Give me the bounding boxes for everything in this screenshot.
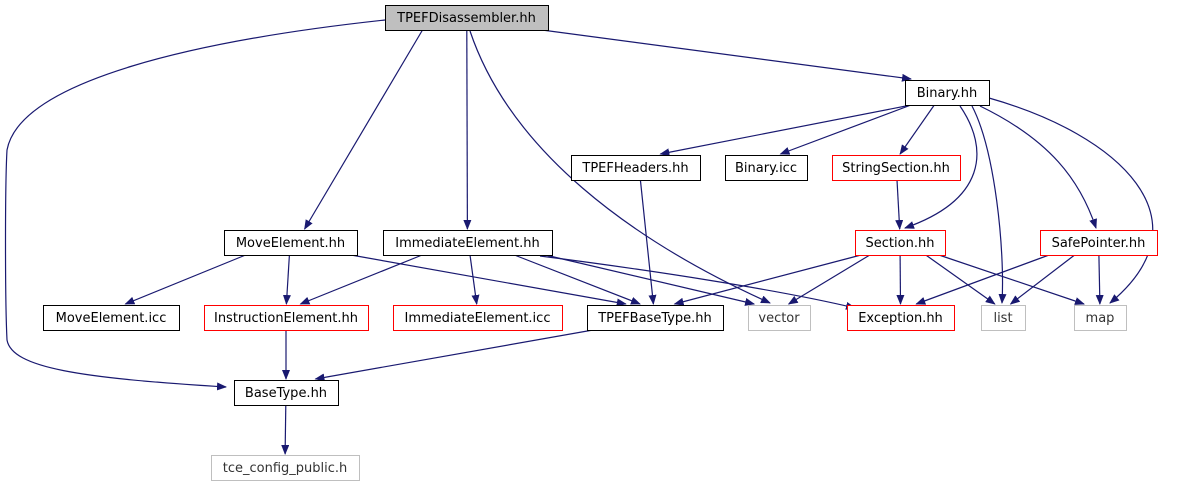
edge-binary-to-map [988, 97, 1154, 304]
edge-tpefbasetype-to-basetype [314, 329, 594, 382]
edge-tpefdisassembler-to-basetype [4, 19, 386, 391]
node-label: list [993, 311, 1012, 326]
node-label: StringSection.hh [842, 161, 950, 176]
node-box [1040, 230, 1158, 256]
node-box [204, 305, 369, 331]
node-box [855, 230, 946, 256]
edge-tpefdisassembler-to-immediateelement [463, 29, 472, 230]
node-label: TPEFDisassembler.hh [396, 11, 536, 26]
node-label: TPEFHeaders.hh [581, 161, 688, 176]
node-label: TPEFBaseType.hh [597, 311, 712, 326]
edge-binary-to-tpefheaders [659, 104, 912, 157]
node-label: tce_config_public.h [223, 461, 348, 476]
node-tpefdisassembler[interactable]: TPEFDisassembler.hh [385, 5, 549, 31]
edge-section-to-map [938, 254, 1085, 305]
edge-immediateelement-to-tpefbasetype [514, 254, 641, 305]
node-tpefbasetype[interactable]: TPEFBaseType.hh [587, 305, 724, 331]
edge-safepointer-to-map [1095, 254, 1104, 305]
nodes-layer: TPEFDisassembler.hhBinary.hhTPEFHeaders.… [43, 5, 1158, 481]
node-safepointer[interactable]: SafePointer.hh [1040, 230, 1158, 256]
node-box [385, 5, 549, 31]
edge-section-to-vector [787, 254, 871, 305]
node-box [832, 155, 961, 181]
node-tpefheaders[interactable]: TPEFHeaders.hh [571, 155, 701, 181]
node-vector[interactable]: vector [748, 305, 811, 331]
node-box [43, 305, 180, 331]
edge-binary-to-list [971, 105, 1007, 304]
node-moveelement[interactable]: MoveElement.hh [224, 230, 358, 256]
node-box [847, 305, 955, 331]
node-label: ImmediateElement.icc [405, 311, 551, 326]
node-box [748, 305, 811, 331]
edge-moveelement-to-tpefbasetype [350, 254, 627, 307]
node-basetype[interactable]: BaseType.hh [234, 380, 339, 406]
node-binaryicc[interactable]: Binary.icc [725, 155, 808, 181]
node-label: vector [758, 311, 800, 326]
edge-section-to-list [925, 254, 996, 305]
edge-immediateelement-to-immediateelementicc [469, 254, 480, 305]
edge-safepointer-to-exception [915, 254, 1050, 305]
node-box [587, 305, 724, 331]
edge-immediateelement-to-instructionelement [299, 254, 423, 305]
node-immediateelement[interactable]: ImmediateElement.hh [383, 230, 553, 256]
node-box [1074, 305, 1127, 331]
edge-tpefdisassembler-to-moveelement [304, 29, 424, 230]
edge-moveelement-to-moveelementicc [124, 254, 246, 305]
edge-tpefdisassembler-to-binary [541, 29, 912, 82]
node-label: InstructionElement.hh [214, 311, 358, 326]
edge-binary-to-safepointer [979, 105, 1097, 229]
edges-layer [4, 19, 1154, 455]
node-section[interactable]: Section.hh [855, 230, 946, 256]
edge-binary-to-section [904, 105, 978, 229]
node-box [383, 230, 553, 256]
node-label: BaseType.hh [245, 386, 327, 401]
edge-immediateelement-to-exception [539, 255, 856, 310]
node-box [981, 305, 1026, 331]
node-label: Binary.hh [917, 86, 978, 101]
node-label: Exception.hh [858, 311, 943, 326]
node-box [725, 155, 808, 181]
node-tceconfig[interactable]: tce_config_public.h [211, 455, 360, 481]
node-label: MoveElement.icc [56, 311, 167, 326]
edge-stringsection-to-section [895, 179, 904, 230]
node-label: SafePointer.hh [1052, 236, 1146, 251]
node-box [905, 80, 990, 106]
edge-binary-to-stringsection [899, 104, 935, 155]
edge-tpefheaders-to-tpefbasetype [639, 179, 657, 305]
node-label: Section.hh [866, 236, 935, 251]
edge-binary-to-binaryicc [779, 104, 912, 155]
node-immediateelementicc[interactable]: ImmediateElement.icc [393, 305, 563, 331]
node-stringsection[interactable]: StringSection.hh [832, 155, 961, 181]
node-instructionelement[interactable]: InstructionElement.hh [204, 305, 369, 331]
node-box [234, 380, 339, 406]
node-box [393, 305, 563, 331]
node-label: Binary.icc [735, 161, 797, 176]
node-map[interactable]: map [1074, 305, 1127, 331]
node-box [211, 455, 360, 481]
edge-safepointer-to-list [1009, 254, 1075, 305]
node-label: ImmediateElement.hh [395, 236, 540, 251]
node-box [571, 155, 701, 181]
node-list[interactable]: list [981, 305, 1026, 331]
node-box [224, 230, 358, 256]
edge-moveelement-to-instructionelement [282, 254, 291, 305]
node-exception[interactable]: Exception.hh [847, 305, 955, 331]
edge-basetype-to-tceconfig [281, 404, 290, 455]
node-label: map [1086, 311, 1115, 326]
edge-immediateelement-to-vector [545, 254, 756, 306]
node-binary[interactable]: Binary.hh [905, 80, 990, 106]
edge-tpefdisassembler-to-vector [469, 30, 771, 304]
edge-section-to-tpefbasetype [673, 254, 862, 306]
node-moveelementicc[interactable]: MoveElement.icc [43, 305, 180, 331]
node-label: MoveElement.hh [236, 236, 345, 251]
